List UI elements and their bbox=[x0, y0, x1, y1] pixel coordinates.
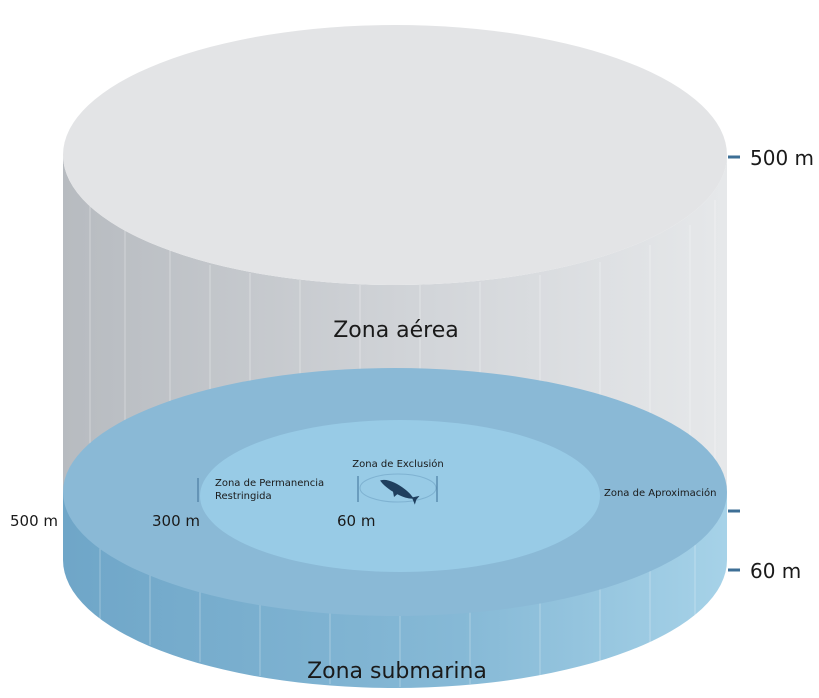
radius-300-label: 300 m bbox=[152, 512, 200, 530]
exclusion-zone-label: Zona de Exclusión bbox=[352, 458, 443, 470]
radius-60-label: 60 m bbox=[337, 512, 375, 530]
whale-icon bbox=[380, 479, 420, 505]
radius-500-label: 500 m bbox=[10, 512, 58, 530]
submarine-zone-label: Zona submarina bbox=[307, 659, 487, 684]
restricted-zone-label-line2: Restringida bbox=[215, 491, 272, 502]
air-zone-label: Zona aérea bbox=[333, 318, 459, 343]
air-zone-top bbox=[63, 25, 727, 285]
approach-zone-label: Zona de Aproximación bbox=[604, 487, 716, 499]
restricted-zone-label-line1: Zona de Permanencia bbox=[215, 478, 324, 489]
depth-60-label: 60 m bbox=[750, 559, 801, 583]
height-500-label: 500 m bbox=[750, 146, 814, 170]
